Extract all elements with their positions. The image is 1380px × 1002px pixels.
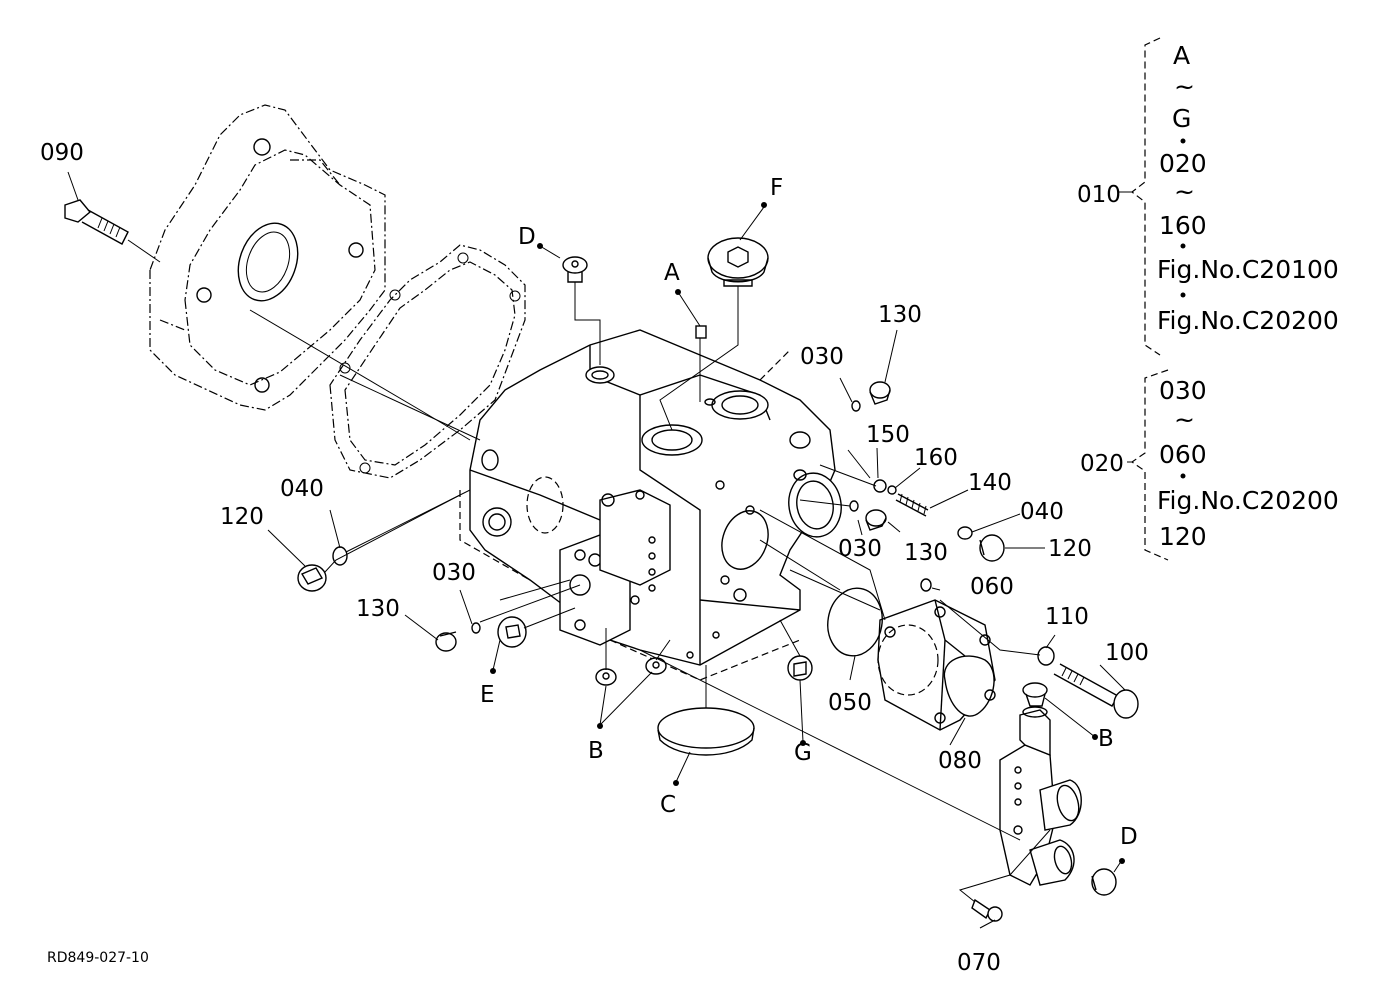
label-A: A <box>664 260 680 286</box>
label-D-top: D <box>518 224 536 250</box>
label-030-mid: 030 <box>838 536 882 562</box>
o-ring-030-top <box>851 400 861 412</box>
plug-E <box>497 616 527 648</box>
plug-A <box>695 325 707 339</box>
label-040-left: 040 <box>280 476 324 502</box>
ball-160 <box>887 485 897 495</box>
kit-020-item-3: Fig.No.C20200 <box>1157 486 1339 515</box>
label-F: F <box>770 175 783 201</box>
label-100: 100 <box>1105 640 1149 666</box>
kit-010-item-1: ~ <box>1174 72 1195 101</box>
plug-D-right <box>1091 868 1117 896</box>
kit-010-item-7: Fig.No.C20200 <box>1157 306 1339 335</box>
plug-F <box>707 237 769 287</box>
label-110: 110 <box>1045 604 1089 630</box>
part-labels: 090 F D A 130 030 150 160 140 040 120 03… <box>40 140 1149 976</box>
label-160: 160 <box>914 445 958 471</box>
label-130-top: 130 <box>878 302 922 328</box>
label-090: 090 <box>40 140 84 166</box>
spring-140 <box>895 493 929 517</box>
kit-020-label: 020 <box>1080 451 1124 477</box>
label-030-top: 030 <box>800 344 844 370</box>
plug-120-left <box>297 564 327 592</box>
o-ring-040-right <box>957 526 973 540</box>
kit-010-item-4: ~ <box>1174 177 1195 206</box>
label-B-right: B <box>1098 726 1114 752</box>
drawing-code: RD849-027-10 <box>47 950 149 966</box>
plug-130-mid <box>865 509 887 531</box>
o-ring-040-left <box>332 546 348 566</box>
label-130-left: 130 <box>356 596 400 622</box>
label-130-mid: 130 <box>904 540 948 566</box>
label-dots <box>490 202 1125 864</box>
label-120-left: 120 <box>220 504 264 530</box>
kit-010-item-6: Fig.No.C20100 <box>1157 255 1339 284</box>
kit-020-group: 020 030 ~ 060 Fig.No.C20200 120 <box>1080 369 1339 561</box>
side-plate-080 <box>877 599 996 731</box>
o-ring-050 <box>827 587 883 657</box>
kit-010-group: 010 A ~ G 020 ~ 160 Fig.No.C20100 Fig.No… <box>1077 37 1339 356</box>
kit-020-item-4: 120 <box>1159 522 1207 551</box>
label-030-left: 030 <box>432 560 476 586</box>
gasket <box>329 244 526 479</box>
kit-010-item-3: 020 <box>1159 149 1207 178</box>
kit-020-item-0: 030 <box>1159 376 1207 405</box>
bolt-100 <box>1053 663 1139 719</box>
label-050: 050 <box>828 690 872 716</box>
o-ring-060 <box>920 578 932 592</box>
plug-120-right <box>979 534 1005 562</box>
kit-010-item-5: 160 <box>1159 211 1207 240</box>
washer-110 <box>1037 646 1055 666</box>
label-080: 080 <box>938 748 982 774</box>
label-120-right: 120 <box>1048 536 1092 562</box>
label-G: G <box>794 740 812 766</box>
kit-020-item-1: ~ <box>1174 405 1195 434</box>
plug-B-right <box>1022 682 1048 707</box>
main-valve-block <box>459 329 842 681</box>
o-ring-030-mid <box>849 500 859 512</box>
label-D-right: D <box>1120 824 1138 850</box>
cap-C <box>657 707 755 756</box>
label-C: C <box>660 792 676 818</box>
bolt-070 <box>971 898 1003 922</box>
label-070: 070 <box>957 950 1001 976</box>
bolt-090 <box>64 199 129 245</box>
label-B-left: B <box>588 738 604 764</box>
leader-lines <box>67 171 1126 929</box>
plug-130-top <box>869 381 891 405</box>
part-150 <box>873 479 887 493</box>
label-E: E <box>480 682 495 708</box>
o-ring-030-left <box>471 622 481 634</box>
label-150: 150 <box>866 422 910 448</box>
kit-010-item-2: G <box>1172 104 1191 133</box>
plug-130-left <box>435 631 457 652</box>
rear-cover-housing <box>149 104 386 411</box>
label-060: 060 <box>970 574 1014 600</box>
kit-020-item-2: 060 <box>1159 440 1207 469</box>
cartridge-valve <box>999 706 1082 886</box>
label-140: 140 <box>968 470 1012 496</box>
kit-010-label: 010 <box>1077 182 1121 208</box>
label-040-right: 040 <box>1020 499 1064 525</box>
plug-D-top <box>562 256 588 283</box>
plug-G <box>787 655 813 681</box>
kit-010-item-0: A <box>1173 41 1190 70</box>
